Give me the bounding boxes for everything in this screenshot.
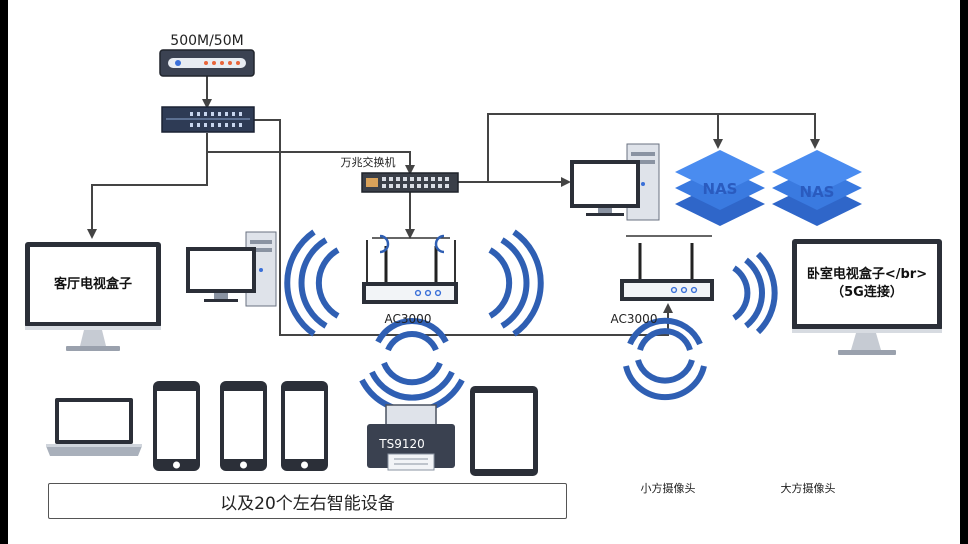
- bedroom-tv: [792, 239, 942, 355]
- phone-3: [281, 381, 328, 471]
- main-router: [161, 106, 255, 133]
- router2-wifi-signal: [623, 251, 778, 401]
- big-camera-label: 大方摄像头: [781, 481, 836, 495]
- nas-1: [675, 150, 765, 226]
- left-desktop-pc: [186, 231, 277, 307]
- main-to-router2-line: [254, 119, 673, 336]
- router1-label: AC3000: [385, 312, 432, 326]
- tablet: [470, 386, 538, 476]
- router1-wifi-signal: [284, 229, 544, 414]
- modem-label: 500M/50M: [170, 33, 243, 49]
- router2-label: AC3000: [611, 312, 658, 326]
- smart-devices-caption: 以及20个左右智能设备: [48, 483, 567, 519]
- smart-devices-label: 以及20个左右智能设备: [220, 493, 395, 514]
- laptop: [46, 398, 142, 456]
- printer-label: TS9120: [378, 437, 425, 451]
- nas1-label: NAS: [703, 180, 738, 198]
- nas-2: [772, 150, 862, 226]
- living-room-tv: [25, 242, 161, 351]
- main-to-living-tv-line: [87, 133, 208, 239]
- phone-1: [153, 381, 200, 471]
- phone-2: [220, 381, 267, 471]
- right-desktop-pc: [570, 143, 660, 221]
- living-tv-label: 客厅电视盒子: [53, 276, 132, 292]
- printer: [367, 404, 455, 471]
- ten-gig-switch: [361, 172, 459, 193]
- connectors: [87, 75, 820, 336]
- small-camera-label: 小方摄像头: [641, 481, 696, 495]
- router-ac3000-1: [362, 237, 458, 304]
- modem: [159, 49, 255, 77]
- switch-label: 万兆交换机: [341, 155, 396, 169]
- nas2-label: NAS: [800, 183, 835, 201]
- switch-to-nas2-line: [487, 113, 820, 182]
- router-ac3000-2: [620, 235, 714, 301]
- bedroom-tv-label: 卧室电视盒子</br>（5G连接）: [806, 267, 928, 300]
